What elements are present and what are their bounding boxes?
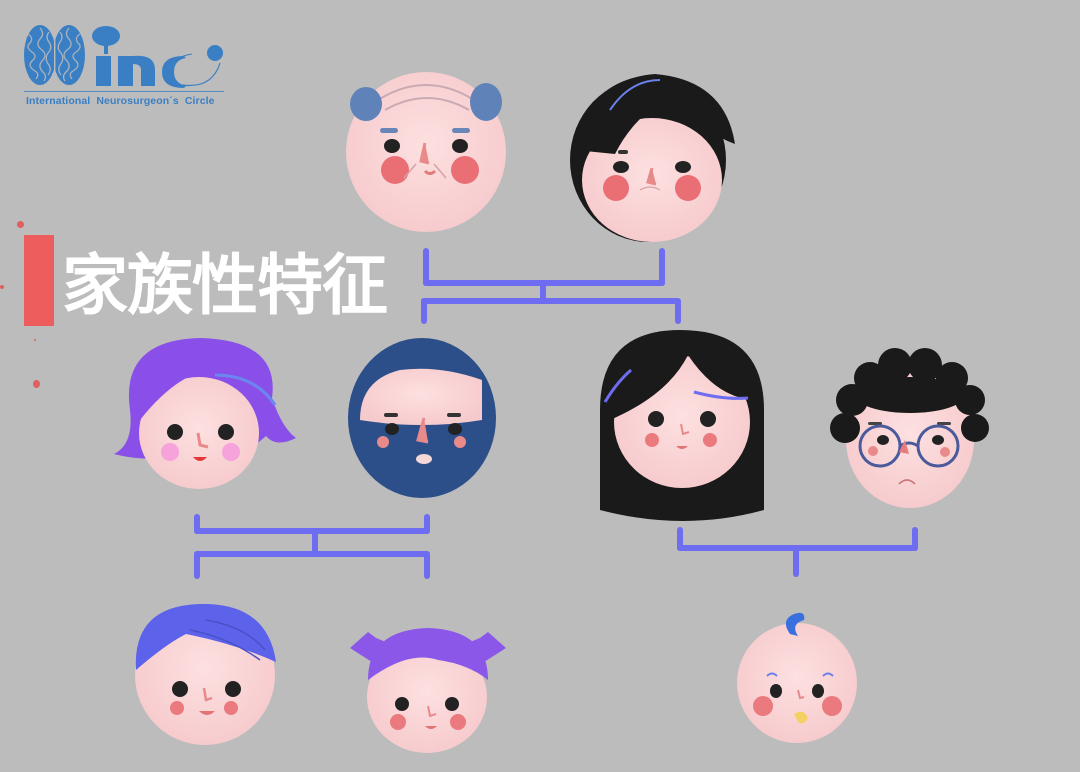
logo-tagline: International Neurosurgeon´s Circle — [26, 95, 215, 107]
decorative-dot — [34, 339, 36, 341]
boy-blue-hair-face-icon — [135, 603, 276, 745]
connector-line — [194, 514, 200, 534]
decorative-dot — [17, 221, 24, 228]
connector-line — [424, 551, 430, 579]
logo-divider — [24, 91, 224, 92]
baby-face-icon — [737, 612, 857, 743]
title-accent-bar — [24, 235, 54, 326]
connector-line — [659, 248, 665, 286]
decorative-dot — [0, 285, 4, 289]
woman-long-black-hair-face-icon — [600, 330, 764, 521]
girl-purple-pigtails-face-icon — [350, 628, 506, 753]
connector-line — [421, 298, 427, 324]
brain-icon — [24, 25, 85, 85]
grandfather-face-icon — [346, 72, 506, 232]
connector-line — [312, 530, 318, 554]
connector-line — [194, 551, 200, 579]
connector-line — [675, 298, 681, 324]
connector-line — [677, 527, 683, 551]
connector-line — [421, 298, 680, 304]
connector-line — [194, 551, 430, 557]
connector-line — [423, 248, 429, 286]
mother-purple-hair-face-icon — [114, 338, 296, 489]
page-title: 家族性特征 — [62, 247, 388, 324]
connector-line — [912, 527, 918, 551]
connector-line — [424, 514, 430, 534]
father-bearded-face-icon — [348, 338, 496, 498]
decorative-dot — [33, 380, 40, 388]
inc-logo — [24, 25, 223, 88]
man-curly-hair-glasses-face-icon — [830, 348, 989, 508]
grandmother-face-icon — [570, 74, 735, 242]
connector-line — [793, 547, 799, 577]
inc-letters — [92, 26, 223, 88]
connector-line — [540, 283, 546, 303]
